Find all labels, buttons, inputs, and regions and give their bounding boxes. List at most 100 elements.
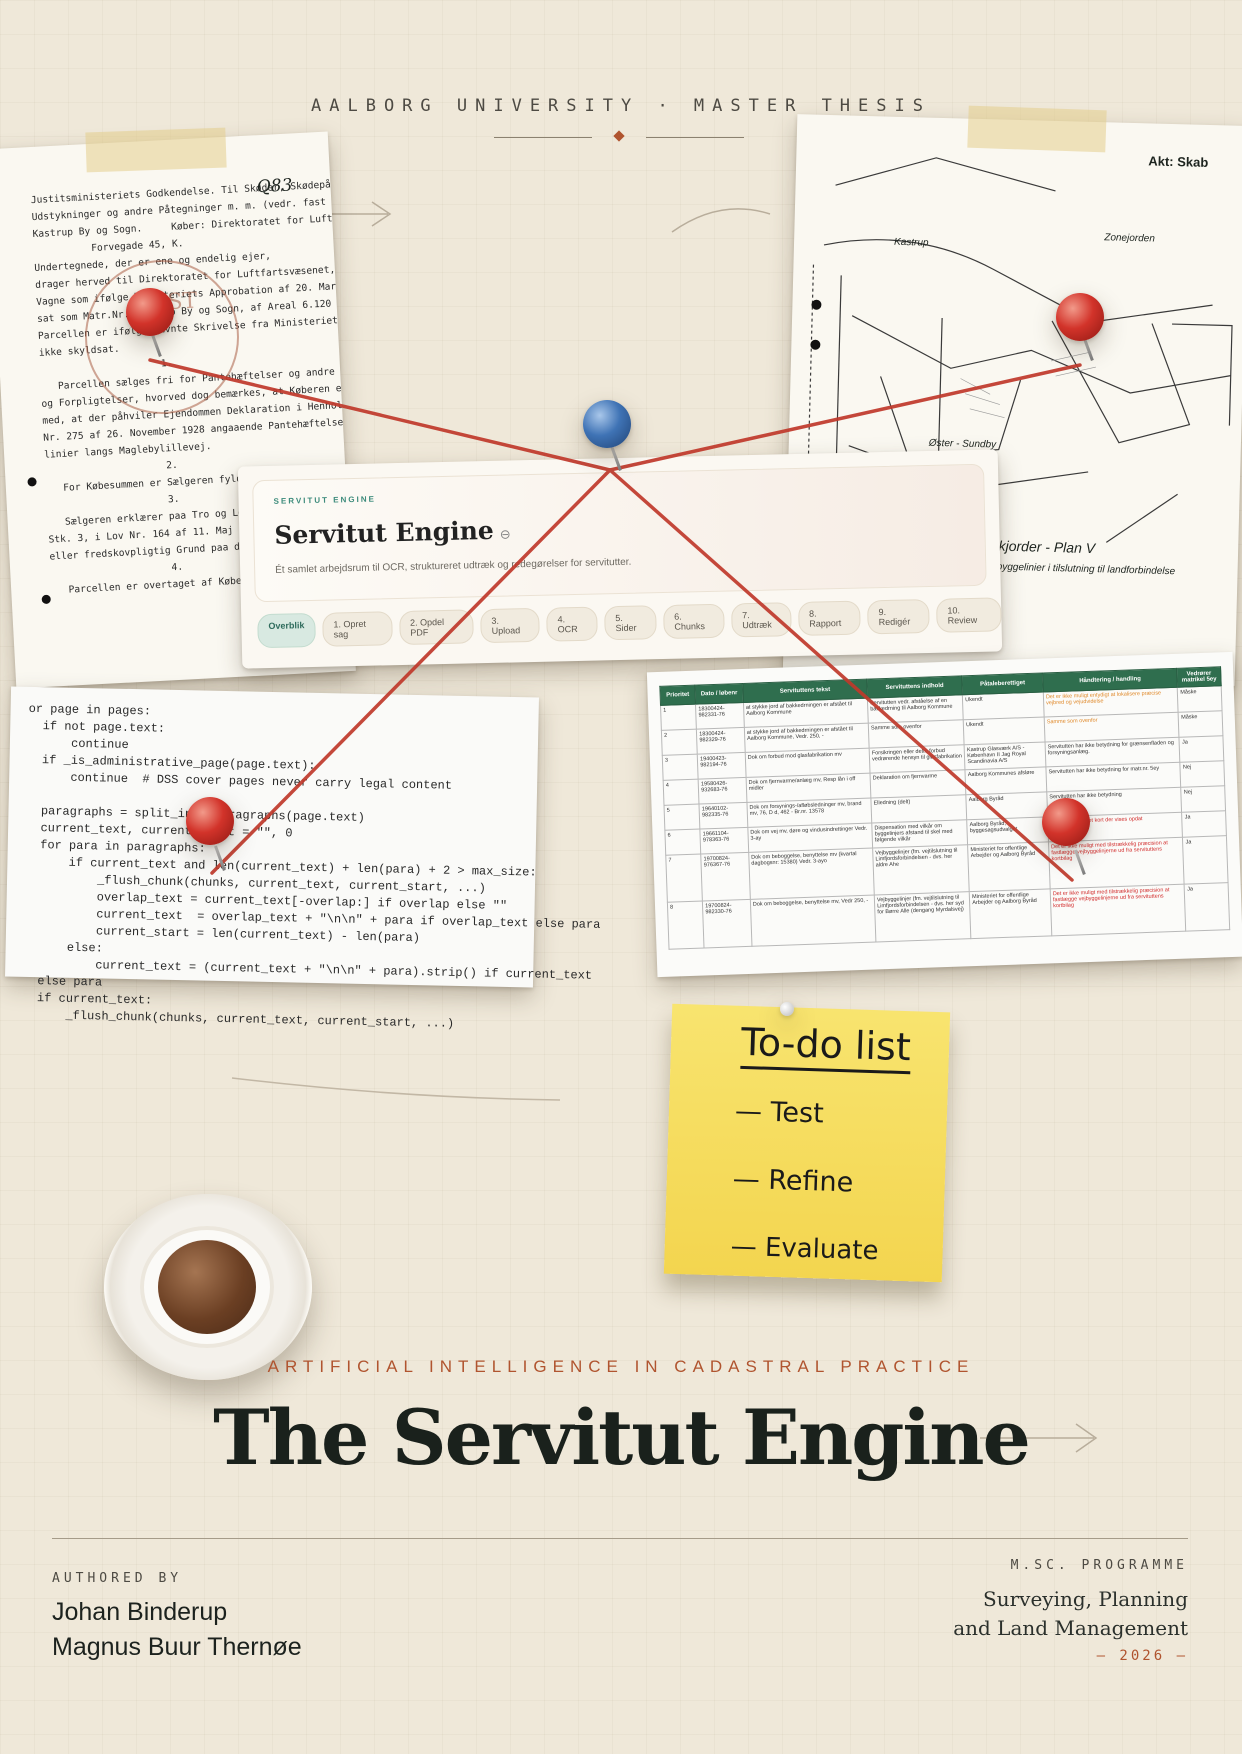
table-cell: Ministeriet for offentlige Arbejder og A… [967,841,1051,892]
table-cell: 1 [660,704,697,731]
programme-name-line: and Land Management [953,1616,1188,1640]
coffee [158,1240,256,1334]
deed-number: Q83 [256,175,293,198]
table-cell: 6 [664,829,701,856]
table-cell: Deklaration om fjernvarme [870,769,967,799]
app-tab[interactable]: 9. Redigér [867,598,930,635]
table-cell: Vejbyggelinjer (fm. vejtilslutning til L… [872,844,970,896]
table-cell: 19661104-978363-76 [700,827,749,855]
programme-name-line: Surveying, Planning [983,1587,1188,1611]
punch-hole [41,594,51,605]
app-eyebrow: SERVITUT ENGINE [273,494,376,506]
tape-strip [85,127,227,173]
table-cell: Ja [1179,735,1224,763]
app-tab[interactable]: 4. OCR [546,606,598,642]
table-cell: 7 [665,854,703,903]
link-icon[interactable]: ⊖ [499,527,511,543]
thesis-eyebrow: ARTIFICIAL INTELLIGENCE IN CADASTRAL PRA… [267,1357,975,1376]
todo-item: — Test [734,1095,825,1130]
map-label: Zonejorden [1104,232,1155,245]
table-cell: Aalborg Kommunes afsløre [965,766,1047,795]
app-tab[interactable]: 8. Rapport [797,600,862,636]
programme-label: M.SC. PROGRAMME [1010,1558,1188,1573]
app-screenshot-card: SERVITUT ENGINE Servitut Engine⊖ Ét saml… [237,449,1003,669]
programme-name: Surveying, Planning and Land Management [953,1585,1188,1643]
table-cell: Ukendt [963,716,1045,745]
red-pin-icon [1042,798,1090,846]
map-document: Akt: Skab Kastrup Zonejorden Øster - Sun… [782,114,1242,686]
map-header: Akt: Skab [1148,153,1209,170]
author-name: Magnus Buur Thernøe [52,1633,302,1661]
cadastral-map-drawing [803,157,1233,636]
table-cell: Servitutten vedr. afståelse af en bakked… [867,694,964,724]
red-pin-icon [1056,293,1104,341]
punch-hole [27,477,37,487]
todo-item: — Refine [732,1163,854,1199]
app-hero: SERVITUT ENGINE Servitut Engine⊖ Ét saml… [252,463,987,603]
app-tab[interactable]: Overblik [257,612,316,649]
todo-sticky-note: To-do list — Test — Refine — Evaluate [663,1003,951,1283]
table-cell: 19700824-982330-76 [702,899,752,948]
footer-divider [52,1538,1188,1539]
app-tab[interactable]: 2. Opdel PDF [398,609,474,646]
table-cell: Nej [1181,785,1226,813]
table-cell: 18300424-982329-76 [696,727,746,755]
programme-year: — 2026 — [1096,1648,1188,1664]
table-header-cell: Vedrører matrikel 5ey [1177,666,1222,688]
table-cell: Måske [1178,710,1223,738]
table-cell: Nej [1180,760,1225,788]
app-tab[interactable]: 7. Udtræk [730,602,792,638]
code-text: or page in pages: if not page.text: cont… [22,701,605,1036]
code-document: or page in pages: if not page.text: cont… [5,686,600,1031]
author-name: Johan Binderup [52,1598,228,1626]
table-header-cell: Prioritet [659,685,696,706]
institution-header: AALBORG UNIVERSITY · MASTER THESIS [311,96,931,116]
table-cell: 5 [664,804,701,831]
app-subtitle: Ét samlet arbejdsrum til OCR, strukturer… [275,556,632,576]
table-cell: Dok om beboggelse, benyttelse mv (kvarta… [748,848,875,900]
table-cell: Aalborg Byråd [966,791,1048,820]
table-cell: 19640102-982335-76 [699,802,748,830]
todo-title: To-do list [740,1019,912,1075]
table-cell: 3 [662,754,699,781]
table-cell: Dok om beboggelse, benyttelse mv, Vedr 2… [750,895,876,947]
red-pin-icon [186,797,234,845]
app-title-text: Servitut Engine [274,515,495,550]
table-cell: Elledning (delt) [870,794,967,824]
deed-stamp-circle [85,260,239,414]
header-rule-right [646,137,744,138]
table-cell: Ja [1182,835,1229,885]
table-cell: 2 [661,729,698,756]
table-cell: Samme som ovenfor [868,719,965,749]
thumbtack-icon [780,1002,794,1016]
app-tab[interactable]: 10. Review [936,597,1002,633]
app-tab[interactable]: 1. Opret sag [322,611,393,647]
table-cell: 4 [663,779,700,806]
app-title: Servitut Engine⊖ [274,515,511,550]
app-tab[interactable]: 6. Chunks [662,603,725,640]
table-cell: Måske [1177,685,1223,713]
table-cell: Vejbyggelinjer (fm. vejtilslutning til L… [874,891,972,942]
table-cell: Ja [1182,810,1227,838]
table-cell: Forsikringen eller dette forbud vedrøren… [869,744,966,774]
header-rule-left [494,137,592,138]
authors-label: AUTHORED BY [52,1571,183,1586]
table-cell: Ukendt [962,691,1045,720]
table-cell: Aalborg Byråd, byggesagsudvalget [966,816,1049,845]
app-tab[interactable]: 5. Sider [604,605,657,641]
thesis-title: The Servitut Engine [213,1393,1031,1482]
table-cell: 19700824-976367-76 [700,852,751,902]
table-cell: Ja [1184,882,1230,932]
table-cell: 18300424-982331-76 [695,702,745,730]
tape-strip [967,105,1107,153]
table-cell: Kastrup Glasværk A/S - København II Jag … [964,741,1046,770]
table-cell: 8 [667,901,705,950]
map-caption: arkjorder - Plan V [985,537,1096,557]
table-cell: Dispensation med vilkår om byggelinjers … [871,819,968,849]
app-tab[interactable]: 3. Upload [480,607,540,644]
